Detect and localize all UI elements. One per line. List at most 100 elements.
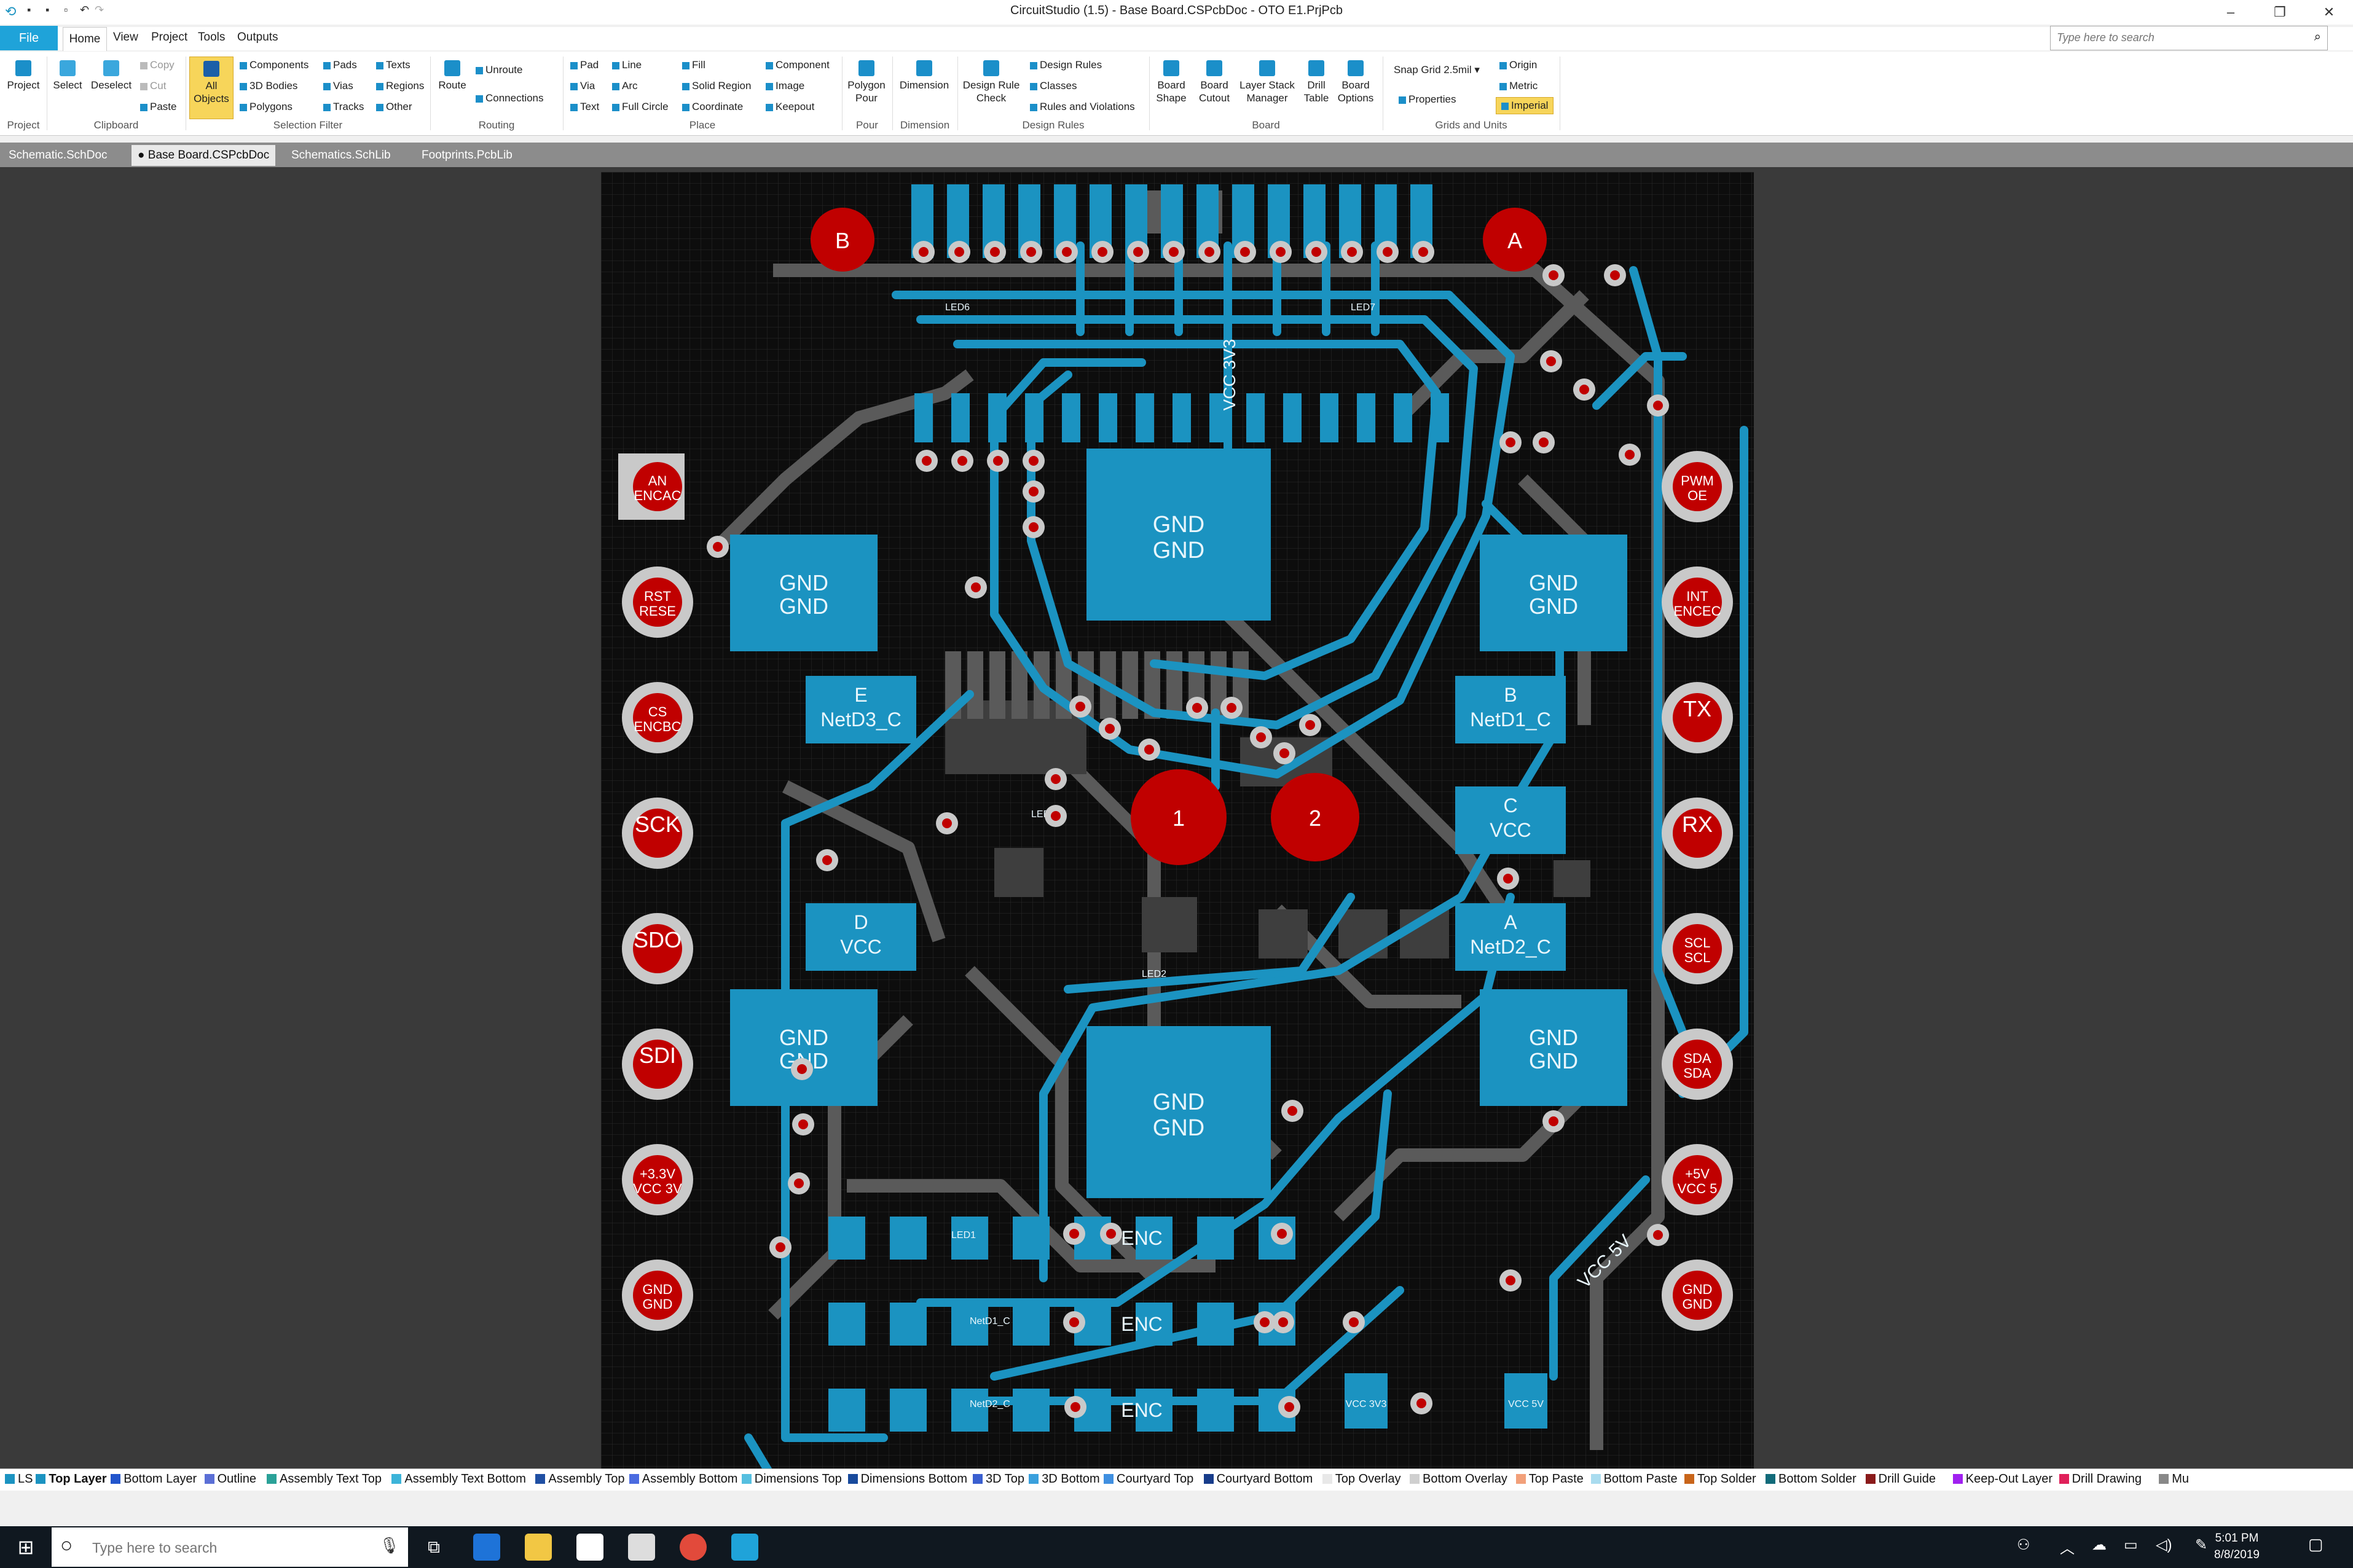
filter-texts[interactable]: Texts xyxy=(376,59,410,71)
place-line[interactable]: Line xyxy=(612,59,642,71)
board-cutout-button[interactable]: Board Cutout xyxy=(1195,60,1234,104)
microphone-icon[interactable]: 🎙 xyxy=(379,1536,399,1554)
layer-tab[interactable]: Assembly Top xyxy=(535,1472,625,1486)
menu-tools[interactable]: Tools xyxy=(198,31,226,44)
place-text[interactable]: Text xyxy=(570,101,599,113)
layer-tab[interactable]: Mu xyxy=(2159,1472,2189,1486)
center-gnd-pad[interactable] xyxy=(1086,449,1271,621)
restore-icon[interactable]: ❐ xyxy=(2274,4,2286,20)
origin-button[interactable]: Origin xyxy=(1499,59,1537,71)
layer-tab[interactable]: Drill Guide xyxy=(1865,1472,1936,1486)
all-objects-button[interactable]: All Objects xyxy=(189,57,234,119)
center-gnd-pad[interactable] xyxy=(1086,1026,1271,1198)
place-solid-region[interactable]: Solid Region xyxy=(682,80,751,92)
connections-button[interactable]: Connections xyxy=(476,92,544,104)
fiducial-marker[interactable] xyxy=(1271,773,1359,861)
filter-components[interactable]: Components xyxy=(240,59,308,71)
people-icon[interactable]: ⚇ xyxy=(2017,1537,2030,1553)
layer-tab[interactable]: Dimensions Bottom xyxy=(847,1472,967,1486)
tab-schematics-schlib[interactable]: Schematics.SchLib xyxy=(285,145,397,166)
onedrive-icon[interactable]: ☁ xyxy=(2092,1537,2107,1553)
vcc5v-pad[interactable] xyxy=(1504,1373,1547,1429)
route-button[interactable]: Route xyxy=(434,60,471,92)
gnd-pad[interactable] xyxy=(730,535,878,651)
imperial-button[interactable]: Imperial xyxy=(1496,97,1554,114)
layer-tab[interactable]: Courtyard Bottom xyxy=(1203,1472,1313,1486)
menu-file[interactable]: File xyxy=(0,26,58,50)
tab-base-board-pcbdoc[interactable]: ● Base Board.CSPcbDoc xyxy=(132,145,276,166)
cut-button[interactable]: Cut xyxy=(140,80,166,92)
layer-tab[interactable]: Dimensions Top xyxy=(741,1472,842,1486)
save-all-icon[interactable]: ▪ xyxy=(45,4,50,16)
menu-outputs[interactable]: Outputs xyxy=(237,31,278,44)
net-pad[interactable] xyxy=(1455,786,1566,854)
filter-polygons[interactable]: Polygons xyxy=(240,101,293,113)
classes-button[interactable]: Classes xyxy=(1030,80,1077,92)
taskbar-search[interactable]: ○ 🎙 xyxy=(52,1527,408,1567)
place-full-circle[interactable]: Full Circle xyxy=(612,101,669,113)
undo-icon[interactable]: ↶ xyxy=(80,4,90,16)
network-icon[interactable]: ▭ xyxy=(2124,1537,2138,1553)
tab-schematic-schdoc[interactable]: Schematic.SchDoc xyxy=(2,145,114,166)
layer-tab[interactable]: Top Layer xyxy=(36,1472,106,1486)
layer-tab[interactable]: Drill Drawing xyxy=(2059,1472,2142,1486)
layer-tab[interactable]: 3D Top xyxy=(973,1472,1024,1486)
layer-tab[interactable]: Keep-Out Layer xyxy=(1952,1472,2052,1486)
layer-tab[interactable]: Assembly Text Top xyxy=(267,1472,382,1486)
drill-table-button[interactable]: Drill Table xyxy=(1299,60,1334,104)
filter-regions[interactable]: Regions xyxy=(376,80,424,92)
board-shape-button[interactable]: Board Shape xyxy=(1152,60,1191,104)
place-component[interactable]: Component xyxy=(766,59,830,71)
layer-tab[interactable]: 3D Bottom xyxy=(1029,1472,1100,1486)
layer-tab[interactable]: Top Paste xyxy=(1515,1472,1584,1486)
volume-icon[interactable]: ◁) xyxy=(2156,1537,2172,1553)
fiducial-marker[interactable] xyxy=(1483,208,1547,272)
rules-violations-button[interactable]: Rules and Violations xyxy=(1030,101,1135,113)
layer-tab[interactable]: Top Overlay xyxy=(1322,1472,1401,1486)
pen-icon[interactable]: ✎ xyxy=(2195,1537,2208,1553)
layer-tab[interactable]: Bottom Solder xyxy=(1766,1472,1856,1486)
gnd-pad[interactable] xyxy=(1480,535,1627,651)
layer-stack-button[interactable]: Layer Stack Manager xyxy=(1238,60,1297,104)
metric-button[interactable]: Metric xyxy=(1499,80,1538,92)
fiducial-marker[interactable] xyxy=(1131,769,1227,865)
properties-button[interactable]: Properties xyxy=(1399,93,1456,106)
windows-start-icon[interactable]: ⊞ xyxy=(17,1536,34,1558)
menu-view[interactable]: View xyxy=(113,31,138,44)
tab-footprints-pcblib[interactable]: Footprints.PcbLib xyxy=(415,145,519,166)
layer-tab[interactable]: Top Solder xyxy=(1684,1472,1756,1486)
menu-project[interactable]: Project xyxy=(151,31,188,44)
search-input[interactable] xyxy=(2056,26,2298,49)
unroute-button[interactable]: Unroute xyxy=(476,64,522,76)
search-box[interactable]: ⌕ xyxy=(2050,26,2328,50)
layer-tab[interactable]: Courtyard Top xyxy=(1104,1472,1193,1486)
minimize-icon[interactable]: – xyxy=(2226,4,2235,20)
layer-tab[interactable]: Assembly Bottom xyxy=(629,1472,737,1486)
paste-button[interactable]: Paste xyxy=(140,101,176,113)
net-pad[interactable] xyxy=(806,676,916,743)
layer-tab[interactable]: LS xyxy=(5,1472,33,1486)
deselect-button[interactable]: Deselect xyxy=(88,60,134,92)
place-image[interactable]: Image xyxy=(766,80,804,92)
filter-vias[interactable]: Vias xyxy=(323,80,353,92)
place-via[interactable]: Via xyxy=(570,80,595,92)
layer-tab[interactable]: Bottom Overlay xyxy=(1410,1472,1507,1486)
board-options-button[interactable]: Board Options xyxy=(1336,60,1375,104)
vcc3v3-pad[interactable] xyxy=(1345,1373,1388,1429)
mail-icon[interactable] xyxy=(628,1534,655,1561)
taskbar-clock[interactable]: 5:01 PM 8/8/2019 xyxy=(2200,1530,2274,1563)
gnd-pad[interactable] xyxy=(730,989,878,1106)
layer-tab[interactable]: Assembly Text Bottom xyxy=(391,1472,526,1486)
pcb-board[interactable]: GNDGNDGNDGNDGNDGNDGNDGNDGNDGNDGNDGNDENet… xyxy=(601,172,1754,1468)
open-icon[interactable]: ▫ xyxy=(64,4,68,16)
select-button[interactable]: Select xyxy=(49,60,86,92)
snap-grid-dropdown[interactable]: Snap Grid 2.5mil ▾ xyxy=(1394,64,1480,76)
dimension-button[interactable]: Dimension xyxy=(895,60,954,92)
task-view-icon[interactable]: ⧉ xyxy=(428,1537,440,1556)
net-pad[interactable] xyxy=(806,903,916,971)
taskbar-search-input[interactable] xyxy=(91,1536,388,1559)
copy-button[interactable]: Copy xyxy=(140,59,175,71)
layer-tab[interactable]: Bottom Paste xyxy=(1590,1472,1678,1486)
project-button[interactable]: Project xyxy=(5,60,42,92)
menu-home[interactable]: Home xyxy=(63,27,107,51)
